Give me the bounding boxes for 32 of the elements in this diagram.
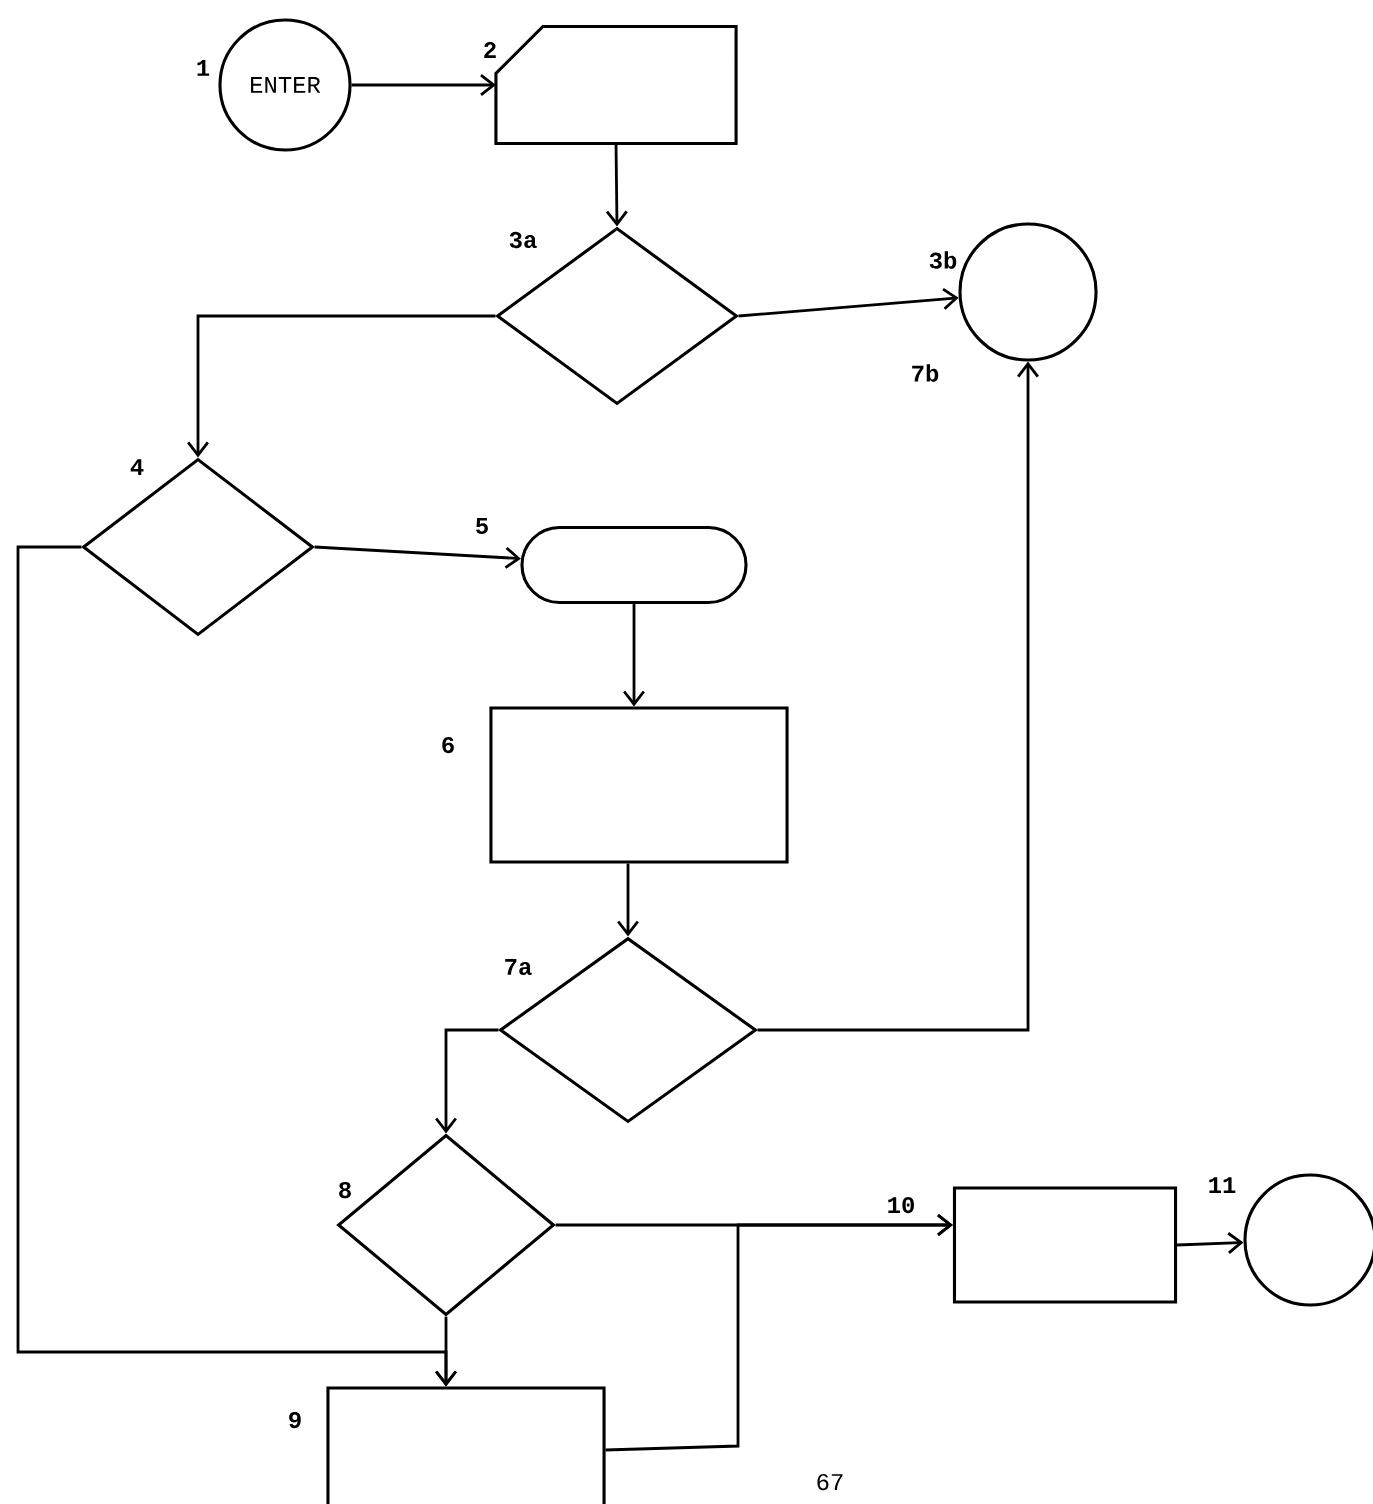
page-number: 67 — [817, 1473, 843, 1491]
step-number: 3a — [509, 231, 537, 249]
terminal-circle — [958, 222, 1098, 362]
step-number: 2 — [484, 42, 496, 58]
arrow — [435, 1316, 457, 1387]
step-number: 5 — [476, 518, 488, 534]
arrow — [605, 143, 628, 227]
arrow — [435, 1028, 499, 1134]
card-box — [494, 24, 738, 146]
step-number: 9 — [289, 1411, 301, 1429]
step-number: 6 — [442, 736, 454, 754]
arrow — [314, 545, 521, 569]
step-number: 4 — [130, 459, 144, 475]
step-number: 3b — [929, 251, 957, 269]
step-number: 1 — [197, 60, 210, 76]
process-box — [326, 1386, 606, 1504]
arrow — [351, 74, 496, 96]
arrow — [738, 288, 959, 318]
process-box — [489, 706, 789, 864]
arrow — [187, 314, 496, 458]
process-box — [952, 1186, 1178, 1304]
step-number: 7b — [912, 364, 939, 382]
arrow — [1177, 1232, 1244, 1254]
step-number: 8 — [339, 1181, 351, 1199]
step-number: 10 — [888, 1196, 914, 1214]
arrow — [617, 863, 639, 937]
process-capsule — [520, 525, 748, 605]
arrow — [623, 604, 645, 707]
step-number: 11 — [1209, 1177, 1236, 1193]
arrow — [757, 361, 1039, 1032]
arrow — [605, 1214, 953, 1452]
step-number: 7a — [505, 959, 532, 975]
